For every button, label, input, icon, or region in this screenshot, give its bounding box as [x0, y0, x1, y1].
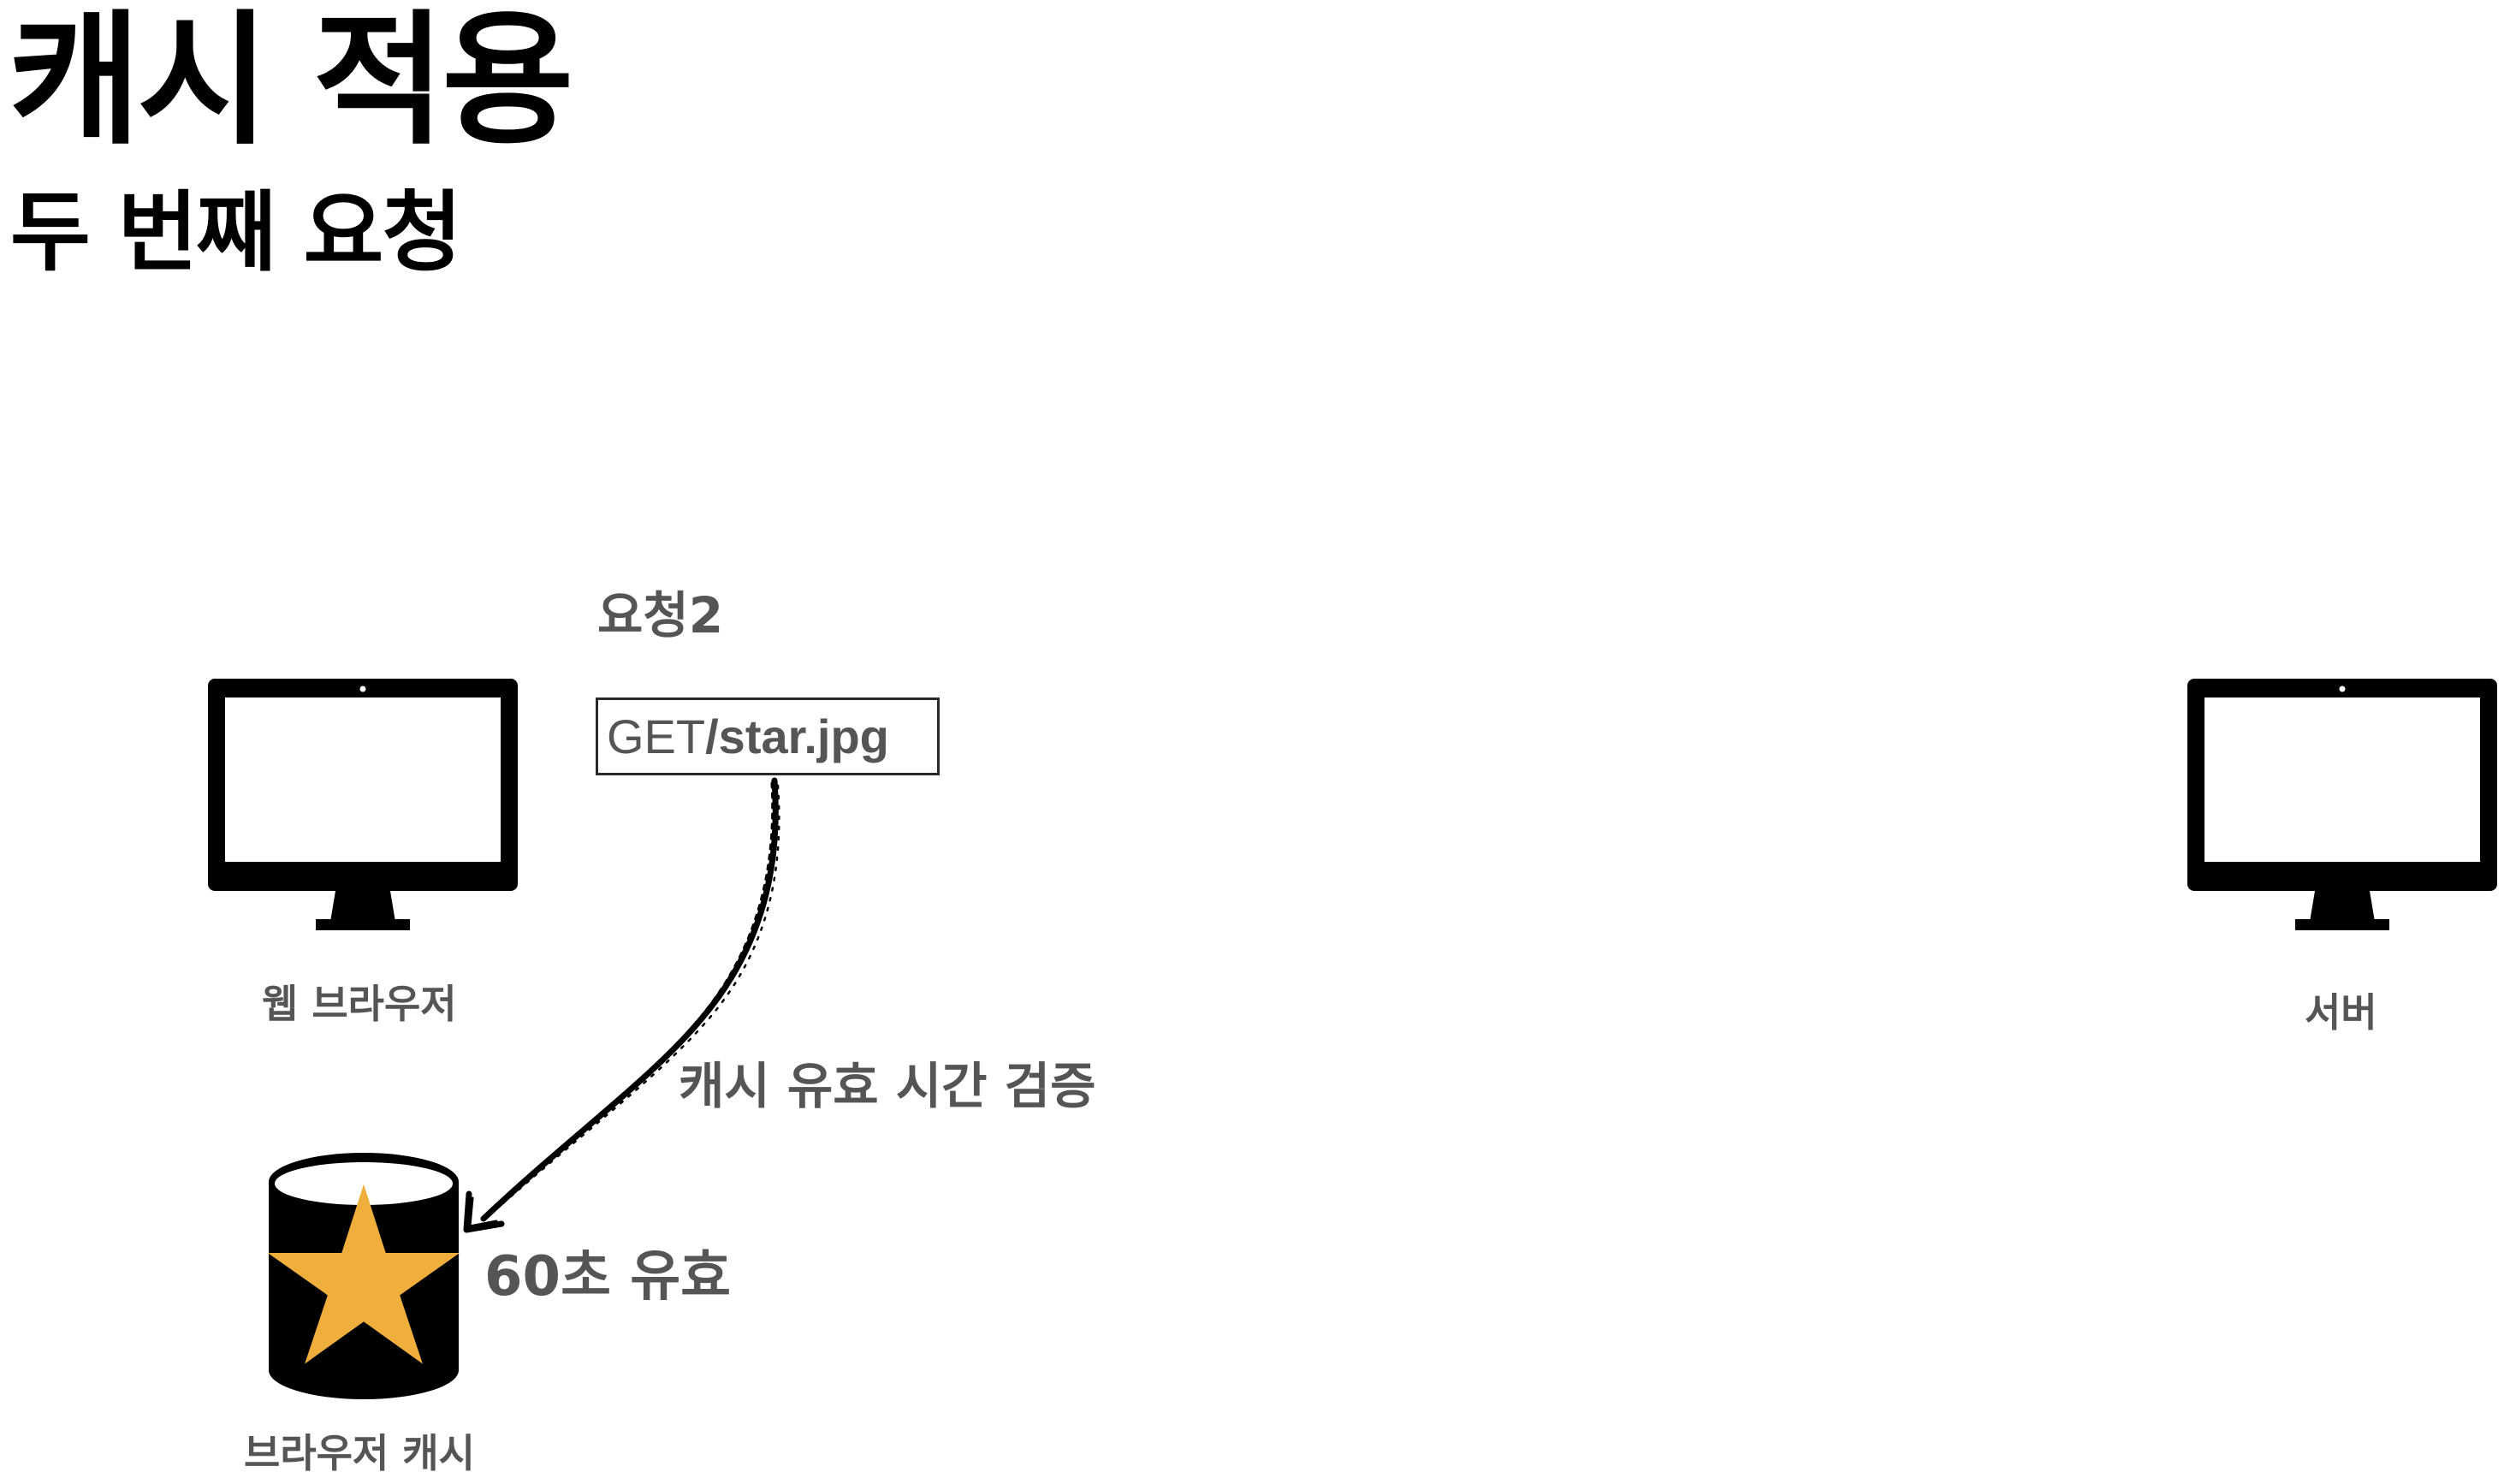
request-box: GET /star.jpg	[596, 697, 940, 775]
request-title: 요청2	[597, 586, 724, 644]
cache-valid-label: 60초 유효	[484, 1245, 731, 1309]
arrow-label: 캐시 유효 시간 검증	[679, 1057, 1096, 1115]
browser-label: 웹 브라우저	[262, 981, 457, 1027]
cache-label: 브라우저 캐시	[244, 1430, 475, 1476]
star-icon	[267, 1184, 460, 1364]
browser-cache-database-icon	[267, 1153, 460, 1399]
browser-monitor-icon	[208, 679, 518, 930]
server-monitor-icon	[2187, 679, 2497, 930]
page-title: 캐시 적용	[9, 0, 574, 164]
page-subtitle: 두 번째 요청	[10, 182, 462, 284]
server-label: 서버	[2305, 989, 2377, 1036]
request-path: /star.jpg	[705, 709, 889, 763]
request-method: GET	[607, 709, 706, 763]
